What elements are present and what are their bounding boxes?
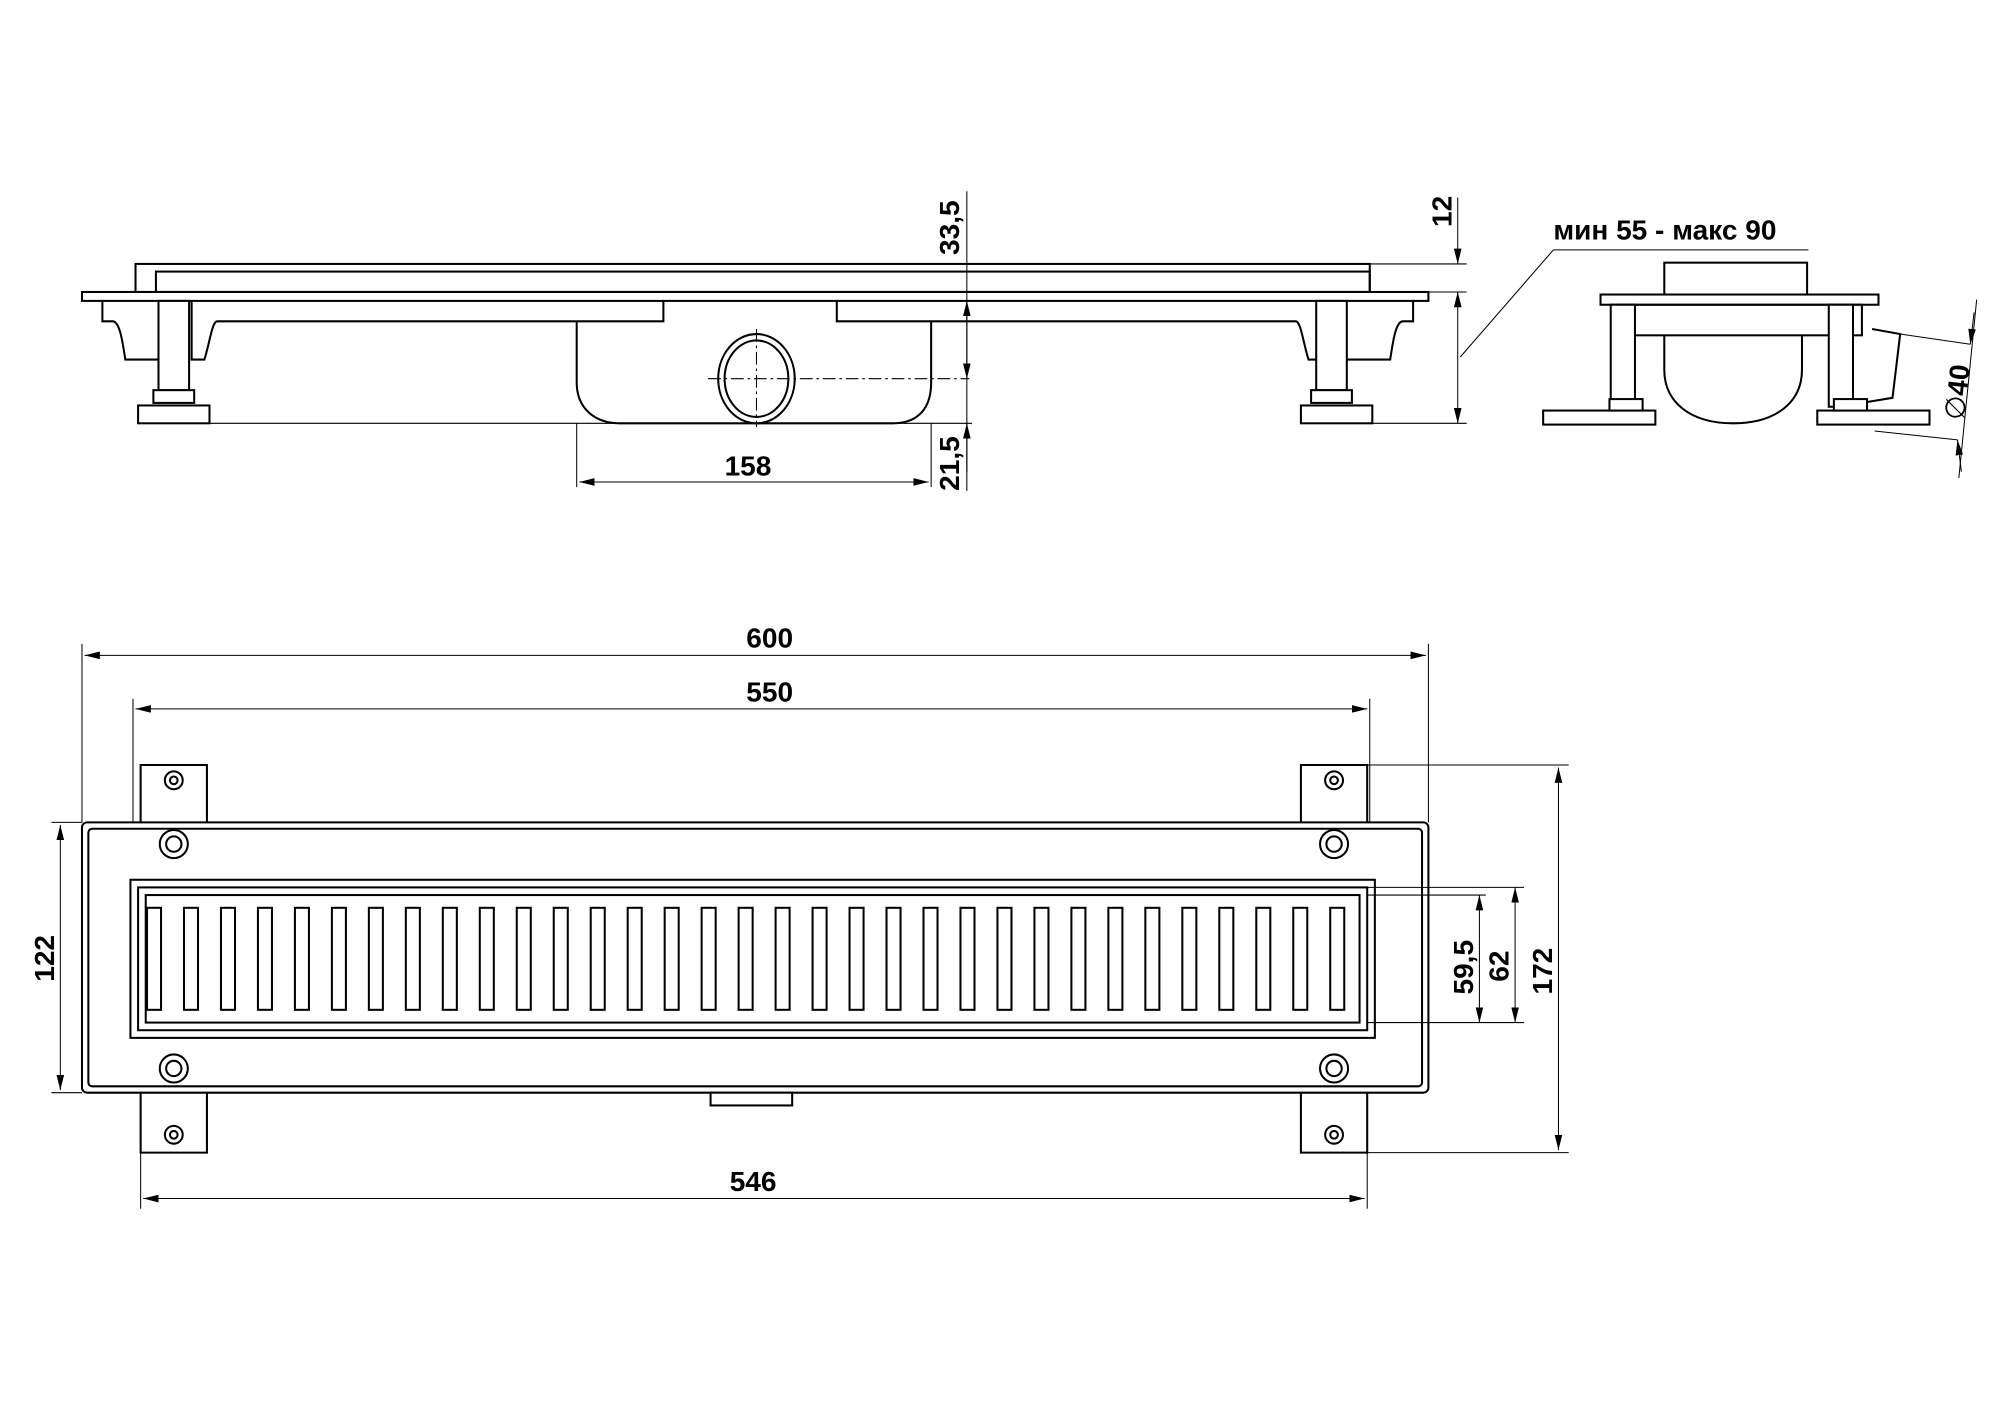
screw-hole bbox=[1325, 1059, 1343, 1078]
drain-body bbox=[575, 321, 933, 425]
grate-slot bbox=[589, 906, 606, 1011]
dim-bracket-span: 546 bbox=[730, 1166, 777, 1197]
grate-slot bbox=[1255, 906, 1272, 1011]
dim-outlet-center: 21,5 bbox=[934, 436, 965, 491]
grate-slot bbox=[663, 906, 680, 1011]
grate-slot bbox=[145, 906, 163, 1011]
dim-height-top: 33,5 bbox=[934, 200, 965, 255]
left-frame bbox=[101, 300, 665, 361]
dim-outlet-diameter: ∅40 bbox=[1939, 363, 1976, 422]
grate-slot bbox=[1218, 906, 1235, 1011]
grate-top bbox=[134, 262, 1371, 294]
dim-overall-width: 172 bbox=[1527, 948, 1558, 995]
screw-icon bbox=[158, 1053, 189, 1084]
dim-body-width: 158 bbox=[725, 451, 772, 482]
grate-slot bbox=[922, 906, 939, 1011]
grate-slot bbox=[996, 906, 1013, 1011]
grate-slot bbox=[404, 906, 421, 1011]
grate-slot bbox=[774, 906, 791, 1011]
screw-icon bbox=[163, 1124, 184, 1145]
grate-slot bbox=[293, 906, 310, 1011]
screw-hole bbox=[168, 775, 179, 786]
side-view: мин 55 - макс 90 ∅40 bbox=[1459, 215, 1978, 479]
screw-hole bbox=[1325, 835, 1343, 853]
screw-hole bbox=[1329, 1129, 1339, 1140]
grate-slot bbox=[1181, 906, 1198, 1011]
dim-grate-height: 12 bbox=[1426, 196, 1457, 227]
left-leg bbox=[157, 299, 191, 392]
grate-slot bbox=[1329, 906, 1346, 1011]
screw-icon bbox=[163, 770, 184, 791]
dim-height-range: мин 55 - макс 90 bbox=[1553, 215, 1776, 246]
side-outlet bbox=[1861, 327, 1902, 404]
grate-slot bbox=[182, 906, 200, 1011]
screw-icon bbox=[1324, 770, 1345, 791]
grate-slot bbox=[330, 906, 347, 1011]
grate-slot bbox=[219, 906, 237, 1011]
grate-slot bbox=[1144, 906, 1161, 1011]
grate-slot bbox=[1033, 906, 1050, 1011]
grate-slot bbox=[848, 906, 865, 1011]
screw-icon bbox=[1324, 1124, 1345, 1145]
plan-view: 600 550 59,5 62 172 122 546 bbox=[29, 623, 1569, 1209]
grate-slot bbox=[959, 906, 976, 1011]
screw-hole bbox=[165, 835, 183, 853]
dim-overall-length: 600 bbox=[746, 623, 793, 654]
screw-hole bbox=[165, 1059, 183, 1078]
screw-hole bbox=[168, 1129, 179, 1140]
screw-icon bbox=[1319, 1053, 1350, 1084]
dim-grate-width: 62 bbox=[1484, 951, 1515, 982]
grate-slot bbox=[626, 906, 643, 1011]
dim-body-width: 122 bbox=[29, 935, 60, 982]
dim-grate-width-inner: 59,5 bbox=[1448, 940, 1479, 995]
dim-grate-length: 550 bbox=[746, 676, 793, 707]
grate-slot bbox=[515, 906, 532, 1011]
grate-slot bbox=[700, 906, 717, 1011]
screw-hole bbox=[1329, 775, 1339, 786]
grate-slot bbox=[737, 906, 754, 1011]
front-view: 33,5 21,5 158 12 bbox=[80, 191, 1467, 491]
grate-slot bbox=[1107, 906, 1124, 1011]
side-drain-body bbox=[1663, 335, 1804, 425]
grate-slot bbox=[552, 906, 569, 1011]
right-leg bbox=[1315, 299, 1348, 392]
grate-slot bbox=[367, 906, 384, 1011]
grate-slot bbox=[811, 906, 828, 1011]
flange bbox=[80, 290, 1430, 302]
screw-icon bbox=[158, 829, 189, 860]
grate-slot bbox=[441, 906, 458, 1011]
grate-slot bbox=[1292, 906, 1309, 1011]
grate-slot bbox=[256, 906, 273, 1011]
grate-slots bbox=[145, 906, 1346, 1011]
screw-icon bbox=[1319, 829, 1350, 860]
grate-slot bbox=[478, 906, 495, 1011]
screws bbox=[158, 770, 1350, 1145]
grate-slot bbox=[1070, 906, 1087, 1011]
grate-slot bbox=[885, 906, 902, 1011]
